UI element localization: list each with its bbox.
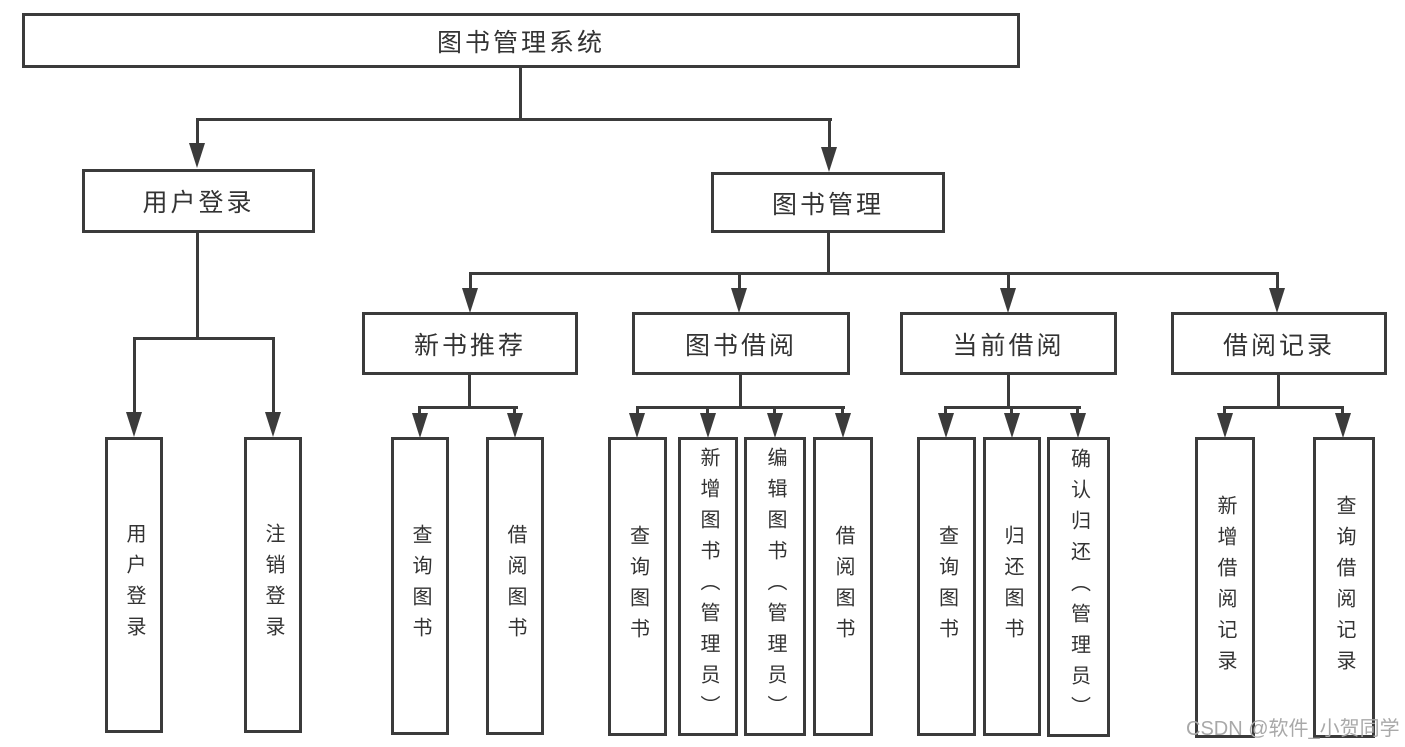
connector-book-borrow-drop-4 — [841, 406, 844, 416]
arrowhead-down-icon — [507, 413, 523, 438]
connector-book-borrow-drop-1 — [636, 406, 639, 416]
arrowhead-down-icon — [1070, 413, 1086, 438]
connector-user-login-bar — [133, 337, 275, 340]
connector-records-stub — [1277, 375, 1280, 406]
connector-root-bar — [196, 118, 832, 121]
connector-root-drop-left — [196, 118, 199, 146]
leaf-query-book-recommend-label: 查询图书 — [409, 524, 431, 648]
connector-book-mgmt-bar — [469, 272, 1279, 275]
leaf-user-login-label: 用户登录 — [123, 523, 145, 647]
arrowhead-down-icon — [1335, 413, 1351, 438]
connector-book-mgmt-drop-3 — [1007, 272, 1010, 292]
node-user-login: 用户登录 — [82, 169, 315, 233]
leaf-add-book-admin-label: 新增图书（管理员） — [697, 447, 719, 726]
connector-new-book-bar — [418, 406, 518, 409]
leaf-edit-book-admin: 编辑图书（管理员） — [744, 437, 806, 736]
node-borrowing-records-label: 借阅记录 — [1222, 331, 1335, 360]
connector-book-borrow-drop-2 — [706, 406, 709, 416]
leaf-logout-label: 注销登录 — [262, 523, 284, 647]
arrowhead-down-icon — [821, 147, 837, 172]
watermark: CSDN @软件_小贺同学 — [1186, 718, 1400, 740]
arrowhead-down-icon — [1000, 288, 1016, 313]
connector-user-login-drop-1 — [133, 337, 136, 415]
connector-book-borrow-bar — [636, 406, 845, 409]
connector-records-drop-2 — [1341, 406, 1344, 416]
connector-new-book-drop-2 — [513, 406, 516, 416]
connector-current-borrow-drop-1 — [944, 406, 947, 416]
arrowhead-down-icon — [265, 412, 281, 437]
arrowhead-down-icon — [629, 413, 645, 438]
leaf-return-book-label: 归还图书 — [1001, 524, 1023, 649]
connector-current-borrow-drop-2 — [1010, 406, 1013, 416]
arrowhead-down-icon — [189, 143, 205, 168]
arrowhead-down-icon — [731, 288, 747, 313]
arrowhead-down-icon — [835, 413, 851, 438]
leaf-query-borrow-record-label: 查询借阅记录 — [1333, 494, 1355, 681]
connector-records-bar — [1223, 406, 1344, 409]
leaf-query-borrow-record: 查询借阅记录 — [1313, 437, 1375, 738]
connector-current-borrow-stub — [1007, 375, 1010, 406]
leaf-borrow-book-recommend-label: 借阅图书 — [504, 524, 526, 648]
connector-book-mgmt-drop-1 — [469, 272, 472, 292]
leaf-user-login: 用户登录 — [105, 437, 163, 733]
leaf-add-book-admin: 新增图书（管理员） — [678, 437, 738, 736]
node-current-borrowing: 当前借阅 — [900, 312, 1117, 375]
connector-book-mgmt-stub — [827, 233, 830, 272]
node-current-borrowing-label: 当前借阅 — [952, 331, 1065, 360]
node-book-management: 图书管理 — [711, 172, 945, 233]
node-library-management-system: 图书管理系统 — [22, 13, 1020, 68]
connector-new-book-stub — [468, 375, 471, 406]
arrowhead-down-icon — [462, 288, 478, 313]
leaf-confirm-return-admin: 确认归还（管理员） — [1047, 437, 1110, 737]
arrowhead-down-icon — [700, 413, 716, 438]
node-user-login-label: 用户登录 — [142, 189, 255, 217]
leaf-borrow-book-borrowing-label: 借阅图书 — [832, 524, 854, 649]
node-library-management-system-label: 图书管理系统 — [436, 28, 605, 57]
node-book-borrowing: 图书借阅 — [632, 312, 850, 375]
leaf-confirm-return-admin-label: 确认归还（管理员） — [1067, 447, 1090, 727]
leaf-query-book-current-label: 查询图书 — [935, 524, 958, 649]
node-book-management-label: 图书管理 — [771, 190, 884, 219]
leaf-query-book-borrowing: 查询图书 — [608, 437, 667, 736]
arrowhead-down-icon — [1269, 288, 1285, 313]
leaf-edit-book-admin-label: 编辑图书（管理员） — [764, 447, 786, 726]
node-borrowing-records: 借阅记录 — [1171, 312, 1387, 375]
leaf-borrow-book-borrowing: 借阅图书 — [813, 437, 873, 736]
connector-root-stub — [519, 68, 522, 120]
arrowhead-down-icon — [126, 412, 142, 437]
leaf-borrow-book-recommend: 借阅图书 — [486, 437, 544, 735]
leaf-query-book-recommend: 查询图书 — [391, 437, 449, 735]
connector-book-mgmt-drop-4 — [1276, 272, 1279, 292]
arrowhead-down-icon — [412, 413, 428, 438]
connector-root-drop-right — [828, 118, 831, 148]
node-new-book-recommend: 新书推荐 — [362, 312, 578, 375]
leaf-add-borrow-record-label: 新增借阅记录 — [1214, 494, 1236, 681]
connector-new-book-drop-1 — [418, 406, 421, 416]
arrowhead-down-icon — [1004, 413, 1020, 438]
connector-book-borrow-stub — [739, 375, 742, 406]
connector-records-drop-1 — [1223, 406, 1226, 416]
node-book-borrowing-label: 图书借阅 — [684, 331, 797, 360]
connector-current-borrow-drop-3 — [1076, 406, 1079, 416]
arrowhead-down-icon — [1217, 413, 1233, 438]
connector-book-borrow-drop-3 — [773, 406, 776, 416]
leaf-return-book: 归还图书 — [983, 437, 1041, 736]
arrowhead-down-icon — [767, 413, 783, 438]
node-new-book-recommend-label: 新书推荐 — [413, 331, 526, 360]
leaf-query-book-current: 查询图书 — [917, 437, 976, 736]
connector-user-login-drop-2 — [272, 337, 275, 415]
arrowhead-down-icon — [938, 413, 954, 438]
leaf-query-book-borrowing-label: 查询图书 — [626, 524, 649, 649]
connector-book-mgmt-drop-2 — [738, 272, 741, 292]
leaf-logout: 注销登录 — [244, 437, 302, 733]
leaf-add-borrow-record: 新增借阅记录 — [1195, 437, 1255, 738]
connector-user-login-stub — [196, 233, 199, 337]
